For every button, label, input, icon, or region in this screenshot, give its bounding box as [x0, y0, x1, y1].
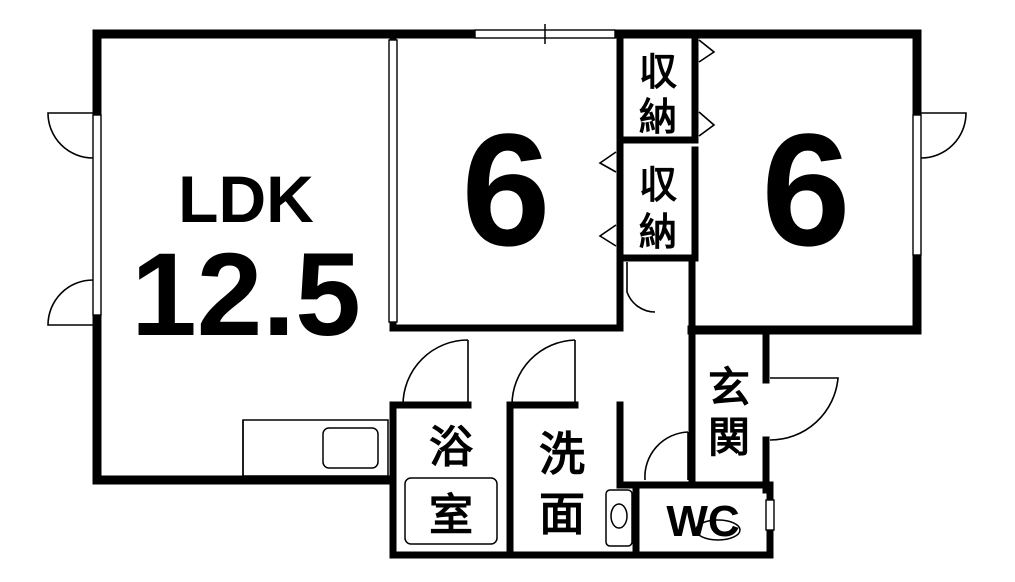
entrance-label-2: 関 [708, 414, 750, 461]
ldk-size-label: 12.5 [131, 229, 361, 361]
storage-upper-label-2: 納 [639, 97, 677, 139]
windows [92, 24, 922, 531]
ldk-name-label: LDK [178, 162, 314, 236]
east-room-size-label: 6 [762, 100, 851, 279]
west-room-size-label: 6 [462, 100, 551, 279]
storage-lower-label-2: 納 [639, 212, 677, 254]
washroom-label-1: 洗 [539, 428, 585, 480]
storage-upper-label-1: 収 [639, 52, 677, 94]
fixtures [242, 419, 741, 547]
entrance-label-1: 玄 [708, 364, 750, 411]
storage-lower-label-1: 収 [639, 165, 677, 207]
doors [47, 39, 967, 481]
washroom-label-2: 面 [539, 488, 585, 540]
bath-label-1: 浴 [429, 423, 474, 472]
toilet-label: WC [666, 497, 739, 546]
bath-label-2: 室 [429, 490, 473, 540]
